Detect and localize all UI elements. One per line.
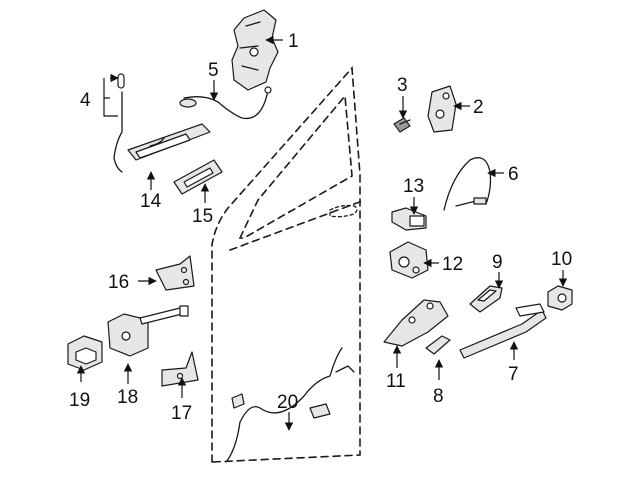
part-1-latch-housing (231, 9, 279, 91)
callout-leaders (76, 35, 568, 431)
callout-4: 4 (80, 90, 91, 111)
part-11-latch-lever (383, 299, 449, 347)
callout-14: 14 (140, 191, 162, 212)
callout-16: 16 (108, 272, 129, 293)
part-4-rod-clip (113, 73, 125, 173)
callout-3: 3 (397, 75, 408, 96)
part-13-actuator (391, 207, 427, 231)
callout-11: 11 (386, 371, 406, 392)
part-7-outer-handle (459, 303, 547, 359)
callout-6: 6 (508, 164, 519, 185)
part-2-bracket (427, 85, 457, 133)
part-3-screw (393, 117, 411, 133)
callout-13: 13 (403, 176, 424, 197)
door-inner-handle-outline (329, 204, 358, 218)
callout-5: 5 (208, 60, 219, 81)
part-20-cable-harness (225, 347, 355, 463)
part-19-bumper (67, 335, 103, 371)
part-10-lock-cylinder (547, 285, 573, 311)
callout-2: 2 (473, 97, 484, 118)
part-9-escutcheon (469, 285, 503, 313)
callout-12: 12 (442, 254, 463, 275)
callout-9: 9 (492, 252, 503, 273)
callout-19: 19 (69, 390, 90, 411)
part-5-cable (179, 86, 272, 120)
callout-18: 18 (117, 387, 138, 408)
part-8-pad (425, 335, 451, 355)
callout-10: 10 (551, 249, 572, 270)
callout-8: 8 (433, 386, 444, 407)
door-outline (211, 66, 366, 463)
callout-20: 20 (277, 392, 298, 413)
part-12-lock-actuator (389, 241, 429, 279)
callout-15: 15 (192, 206, 213, 227)
part-18-door-check (107, 305, 189, 357)
callout-17: 17 (171, 403, 192, 424)
callout-1: 1 (288, 31, 299, 52)
callout-7: 7 (508, 364, 519, 385)
part-16-hinge (155, 255, 195, 291)
part-14-inner-handle (127, 123, 211, 161)
callout-labels: 1 2 3 4 5 6 7 8 9 10 11 12 13 14 15 16 1… (69, 31, 572, 424)
part-15-handle-bezel (173, 159, 223, 195)
part-6-cable (443, 157, 492, 211)
part-17-lower-hinge (161, 351, 199, 387)
